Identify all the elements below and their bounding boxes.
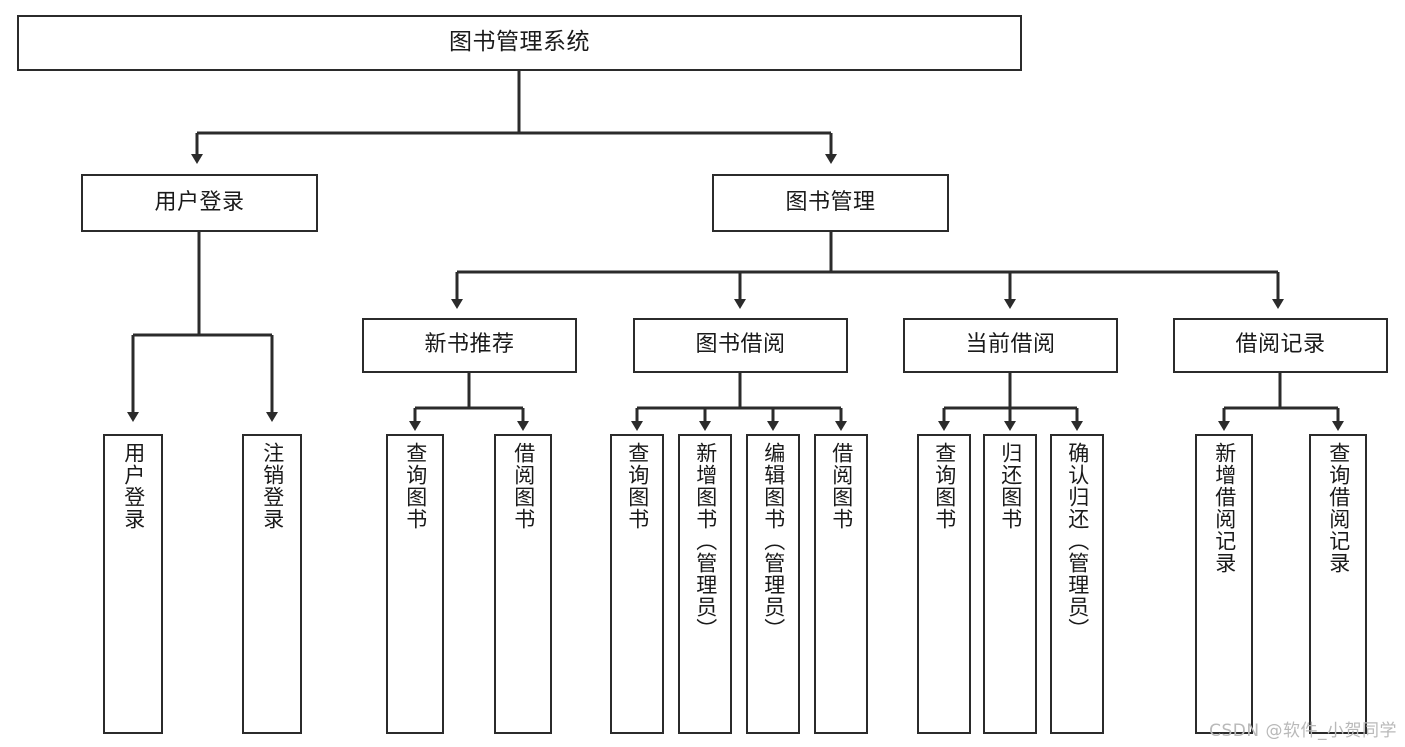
node-new-book-rec[interactable]: 新书推荐 bbox=[362, 318, 577, 373]
node-leaf-user-login-label: 用户登录 bbox=[121, 442, 146, 530]
node-current-borrow-label: 当前借阅 bbox=[965, 332, 1056, 358]
node-book-manage-label: 图书管理 bbox=[785, 189, 876, 215]
node-leaf-borrow-book-1-label: 借阅图书 bbox=[511, 442, 536, 530]
node-leaf-add-record-label: 新增借阅记录 bbox=[1212, 442, 1237, 574]
watermark: CSDN @软件_小贺同学 bbox=[1209, 721, 1397, 741]
node-leaf-return-book[interactable]: 归还图书 bbox=[983, 434, 1037, 734]
node-leaf-logout[interactable]: 注销登录 bbox=[242, 434, 302, 734]
node-leaf-add-book-label: 新增图书（管理员） bbox=[693, 442, 718, 640]
node-new-book-rec-label: 新书推荐 bbox=[424, 332, 515, 358]
node-leaf-query-book-1[interactable]: 查询图书 bbox=[386, 434, 444, 734]
node-leaf-logout-label: 注销登录 bbox=[260, 442, 285, 530]
node-leaf-user-login[interactable]: 用户登录 bbox=[103, 434, 163, 734]
node-current-borrow[interactable]: 当前借阅 bbox=[903, 318, 1118, 373]
node-leaf-query-record-label: 查询借阅记录 bbox=[1326, 442, 1351, 574]
node-leaf-borrow-book-2-label: 借阅图书 bbox=[829, 442, 854, 530]
node-leaf-query-book-1-label: 查询图书 bbox=[403, 442, 428, 530]
node-leaf-query-book-3[interactable]: 查询图书 bbox=[917, 434, 971, 734]
node-leaf-edit-book-label: 编辑图书（管理员） bbox=[761, 442, 786, 640]
node-root[interactable]: 图书管理系统 bbox=[17, 15, 1022, 71]
node-leaf-return-book-label: 归还图书 bbox=[998, 442, 1023, 530]
node-leaf-query-book-2-label: 查询图书 bbox=[625, 442, 650, 530]
node-book-manage[interactable]: 图书管理 bbox=[712, 174, 949, 232]
node-leaf-query-book-2[interactable]: 查询图书 bbox=[610, 434, 664, 734]
node-borrow-record[interactable]: 借阅记录 bbox=[1173, 318, 1388, 373]
node-leaf-edit-book[interactable]: 编辑图书（管理员） bbox=[746, 434, 800, 734]
node-book-borrow[interactable]: 图书借阅 bbox=[633, 318, 848, 373]
node-user-login[interactable]: 用户登录 bbox=[81, 174, 318, 232]
node-leaf-query-record[interactable]: 查询借阅记录 bbox=[1309, 434, 1367, 734]
node-user-login-label: 用户登录 bbox=[154, 189, 245, 215]
node-leaf-query-book-3-label: 查询图书 bbox=[932, 442, 957, 530]
node-borrow-record-label: 借阅记录 bbox=[1235, 332, 1326, 358]
node-leaf-borrow-book-2[interactable]: 借阅图书 bbox=[814, 434, 868, 734]
node-book-borrow-label: 图书借阅 bbox=[695, 332, 786, 358]
node-leaf-confirm-return-label: 确认归还（管理员） bbox=[1065, 442, 1090, 640]
node-leaf-borrow-book-1[interactable]: 借阅图书 bbox=[494, 434, 552, 734]
node-root-label: 图书管理系统 bbox=[449, 29, 590, 56]
node-leaf-add-record[interactable]: 新增借阅记录 bbox=[1195, 434, 1253, 734]
node-leaf-add-book[interactable]: 新增图书（管理员） bbox=[678, 434, 732, 734]
node-leaf-confirm-return[interactable]: 确认归还（管理员） bbox=[1050, 434, 1104, 734]
